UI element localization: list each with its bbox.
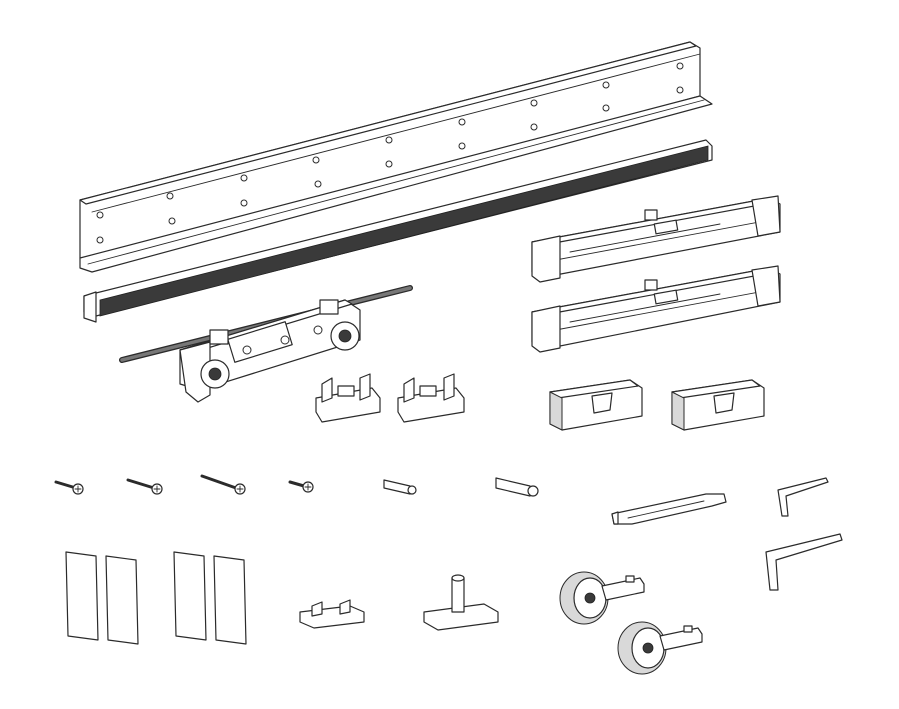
wall-plug-anchor-icon: [495, 477, 539, 497]
guide-roller-wheel-icon: [559, 571, 645, 625]
soft-close-damper-icon: [531, 195, 781, 283]
wall-plug-anchor-icon: [383, 479, 417, 495]
hex-key-icon: [777, 477, 829, 517]
floor-guide-icon: [423, 574, 499, 631]
floor-guide-icon: [299, 599, 365, 629]
adjustment-spanner-icon: [611, 493, 727, 525]
aluminium-track-rail-icon: [79, 41, 713, 273]
wood-screw-icon: [126, 478, 163, 495]
hex-key-icon: [765, 533, 843, 591]
soft-close-damper-icon: [531, 265, 781, 353]
rail-screw-holes: [96, 62, 684, 244]
wood-screw-icon: [288, 480, 314, 493]
door-stop-clip-icon: [397, 373, 465, 423]
adhesive-pad-icon: [213, 555, 247, 645]
adhesive-pad-icon: [105, 555, 139, 645]
brush-seal-strip-icon: [83, 139, 713, 323]
roller-trolley-with-rod-icon: [119, 285, 413, 403]
door-stop-clip-icon: [315, 373, 381, 423]
adhesive-pad-icon: [65, 551, 99, 641]
wood-screw-icon: [54, 480, 84, 495]
wood-screw-icon: [200, 474, 246, 495]
damper-cover-cap-icon: [671, 379, 765, 431]
adhesive-pad-icon: [173, 551, 207, 641]
damper-cover-cap-icon: [549, 379, 643, 431]
guide-roller-wheel-icon: [617, 621, 703, 675]
